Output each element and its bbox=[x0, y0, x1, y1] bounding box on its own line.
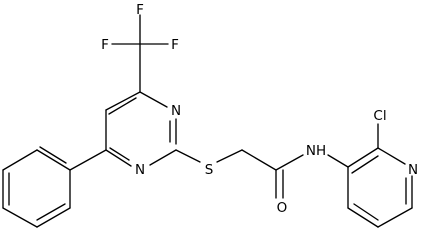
trifluoromethyl-group: F F F bbox=[101, 2, 179, 93]
ring-bond-n3-c4 bbox=[105, 149, 132, 167]
bond-pyrimidine-phenyl bbox=[69, 149, 107, 171]
pyridine-bond-c3-c2-double bbox=[351, 155, 379, 174]
ring-bond-c6-n1 bbox=[139, 91, 168, 108]
ring-bond-c6-c5 bbox=[105, 91, 141, 111]
pyridine-ring: Cl N bbox=[347, 108, 418, 228]
pyridine-bond-c6-c5 bbox=[377, 207, 413, 228]
atom-f-top: F bbox=[136, 2, 144, 18]
atom-n-pyridine: N bbox=[408, 162, 418, 178]
phenyl-bond-2 bbox=[2, 149, 38, 171]
atom-s: S bbox=[205, 162, 214, 178]
ring-bond-c2-n3 bbox=[149, 149, 177, 166]
atom-nh: NH bbox=[306, 143, 326, 159]
ring-bond-c6-c5-double bbox=[108, 97, 137, 115]
pyridine-bond-c5-c4 bbox=[347, 207, 379, 228]
atom-n-pyrimidine-bottom: N bbox=[135, 162, 145, 178]
phenyl-bond-1-double bbox=[39, 146, 67, 164]
pyrimidine-ring: N N bbox=[105, 91, 181, 178]
bond-c2-s bbox=[175, 149, 201, 163]
amide-group: O NH bbox=[241, 143, 349, 216]
atom-f-left: F bbox=[101, 37, 109, 53]
phenyl-bond-5 bbox=[36, 207, 71, 228]
phenyl-bond-5-double bbox=[36, 203, 66, 221]
phenyl-bond-4 bbox=[2, 207, 38, 228]
bond-s-ch2 bbox=[216, 149, 243, 163]
phenyl-ring bbox=[2, 146, 107, 228]
atom-f-right: F bbox=[171, 37, 179, 53]
atom-n-pyrimidine-top: N bbox=[171, 103, 181, 119]
ring-bond-n3-c4-double bbox=[109, 147, 130, 161]
pyridine-bond-c5-c4-double bbox=[353, 203, 379, 221]
atom-o: O bbox=[277, 200, 288, 216]
atom-cl: Cl bbox=[373, 108, 386, 124]
pyridine-bond-c2-n bbox=[377, 147, 406, 165]
phenyl-bond-1 bbox=[36, 149, 71, 171]
bond-carbonyl-nh bbox=[275, 154, 304, 171]
bond-nh-pyridine bbox=[327, 154, 349, 168]
thioether-linker: S bbox=[175, 149, 243, 178]
pyridine-bond-c3-c2 bbox=[347, 147, 379, 168]
bond-ch2-carbonyl bbox=[241, 149, 277, 171]
chemical-structure: F F F N N S bbox=[2, 2, 418, 228]
